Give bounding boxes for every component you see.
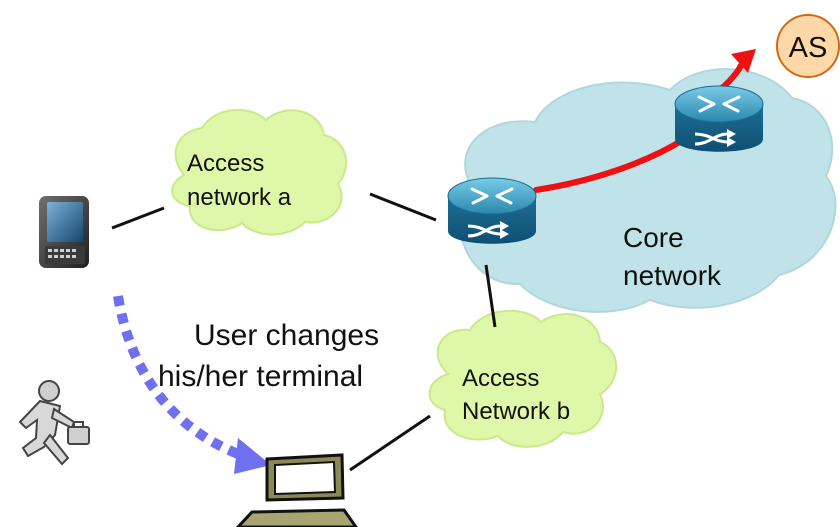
router-icon [674, 85, 764, 152]
smartphone-icon [39, 196, 89, 268]
access-network-b-cloud [428, 309, 617, 448]
user-change-label-line1: User changes [194, 319, 379, 352]
application-server-node: AS [776, 14, 840, 78]
core-red-link [533, 137, 686, 193]
access-network-a-cloud [171, 109, 347, 236]
access-network-b-label-line1: Access [462, 365, 539, 392]
access-network-a-label-line2: network a [187, 184, 292, 211]
link-laptop-to-access-b [349, 414, 431, 472]
link-access-a-to-router [369, 192, 437, 222]
access-network-a-label-line1: Access [187, 150, 264, 177]
link-phone-to-access-a [111, 206, 165, 230]
core-network-label-line2: network [623, 260, 722, 291]
running-businessman-icon [18, 380, 90, 466]
access-network-b-label-line2: Network b [462, 398, 570, 425]
link-router-to-access-b [484, 264, 497, 328]
as-label: AS [789, 32, 828, 64]
laptop-icon [235, 453, 358, 527]
terminal-change-arrow [113, 295, 271, 474]
connection-lines [111, 192, 497, 472]
user-change-label-line2: his/her terminal [158, 360, 363, 393]
router-icon [447, 177, 537, 244]
core-network-label-line1: Core [623, 222, 684, 253]
